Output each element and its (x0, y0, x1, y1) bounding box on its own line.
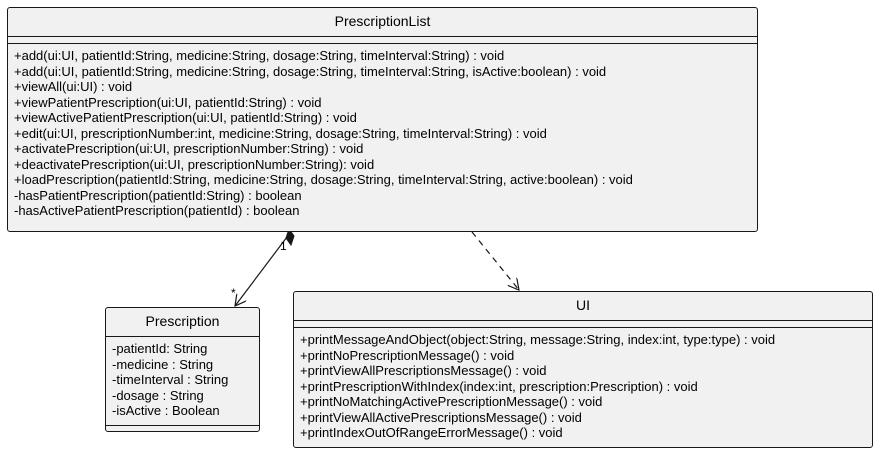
method: +printViewAllActivePrescriptionsMessage(… (300, 409, 582, 425)
class-name: Prescription (106, 308, 259, 337)
attributes-section (8, 37, 757, 44)
method: +edit(ui:UI, prescriptionNumber:int, med… (14, 125, 547, 141)
attribute: -medicine : String (112, 356, 214, 372)
class-name: UI (294, 292, 872, 321)
method: +printPrescriptionWithIndex(index:int, p… (300, 378, 698, 394)
method: +add(ui:UI, patientId:String, medicine:S… (14, 48, 505, 63)
method: +printNoPrescriptionMessage() : void (300, 347, 515, 363)
method: +viewPatientPrescription(ui:UI, patientI… (14, 94, 322, 110)
attribute: -isActive : Boolean (112, 403, 220, 418)
attribute: -patientId: String (112, 341, 208, 356)
method: +activatePrescription(ui:UI, prescriptio… (14, 141, 364, 156)
attributes-section (294, 321, 872, 328)
method: +viewActivePatientPrescription(ui:UI, pa… (14, 110, 357, 125)
class-prescription[interactable]: Prescription -patientId: String -medicin… (105, 307, 260, 432)
composition-line (235, 232, 291, 306)
method: +loadPrescription(patientId:String, medi… (14, 172, 633, 187)
method: +printNoMatchingActivePrescriptionMessag… (300, 394, 603, 409)
class-prescription-list[interactable]: PrescriptionList +add(ui:UI, patientId:S… (7, 7, 758, 232)
method: +viewAll(ui:UI) : void (14, 79, 133, 94)
method: -hasPatientPrescription(patientId:String… (14, 187, 302, 203)
methods-section: +printMessageAndObject(object:String, me… (294, 328, 872, 447)
methods-section: +add(ui:UI, patientId:String, medicine:S… (8, 44, 757, 225)
composition-diamond (285, 227, 295, 247)
methods-section (106, 426, 259, 432)
method: +add(ui:UI, patientId:String, medicine:S… (14, 63, 607, 79)
dependency-line (471, 231, 519, 290)
method: +printIndexOutOfRangeErrorMessage() : vo… (300, 425, 563, 440)
method: +printMessageAndObject(object:String, me… (300, 332, 776, 347)
class-name: PrescriptionList (8, 8, 757, 37)
method: +printViewAllPrescriptionsMessage() : vo… (300, 363, 547, 378)
method: -hasActivePatientPrescription(patientId)… (14, 203, 300, 218)
multiplicity-source: 1 (280, 239, 287, 253)
class-ui[interactable]: UI +printMessageAndObject(object:String,… (293, 291, 873, 448)
attributes-section: -patientId: String -medicine : String -t… (106, 337, 259, 426)
multiplicity-target: * (231, 286, 236, 300)
attribute: -dosage : String (112, 387, 204, 403)
method: +deactivatePrescription(ui:UI, prescript… (14, 156, 375, 172)
attribute: -timeInterval : String (112, 372, 229, 387)
